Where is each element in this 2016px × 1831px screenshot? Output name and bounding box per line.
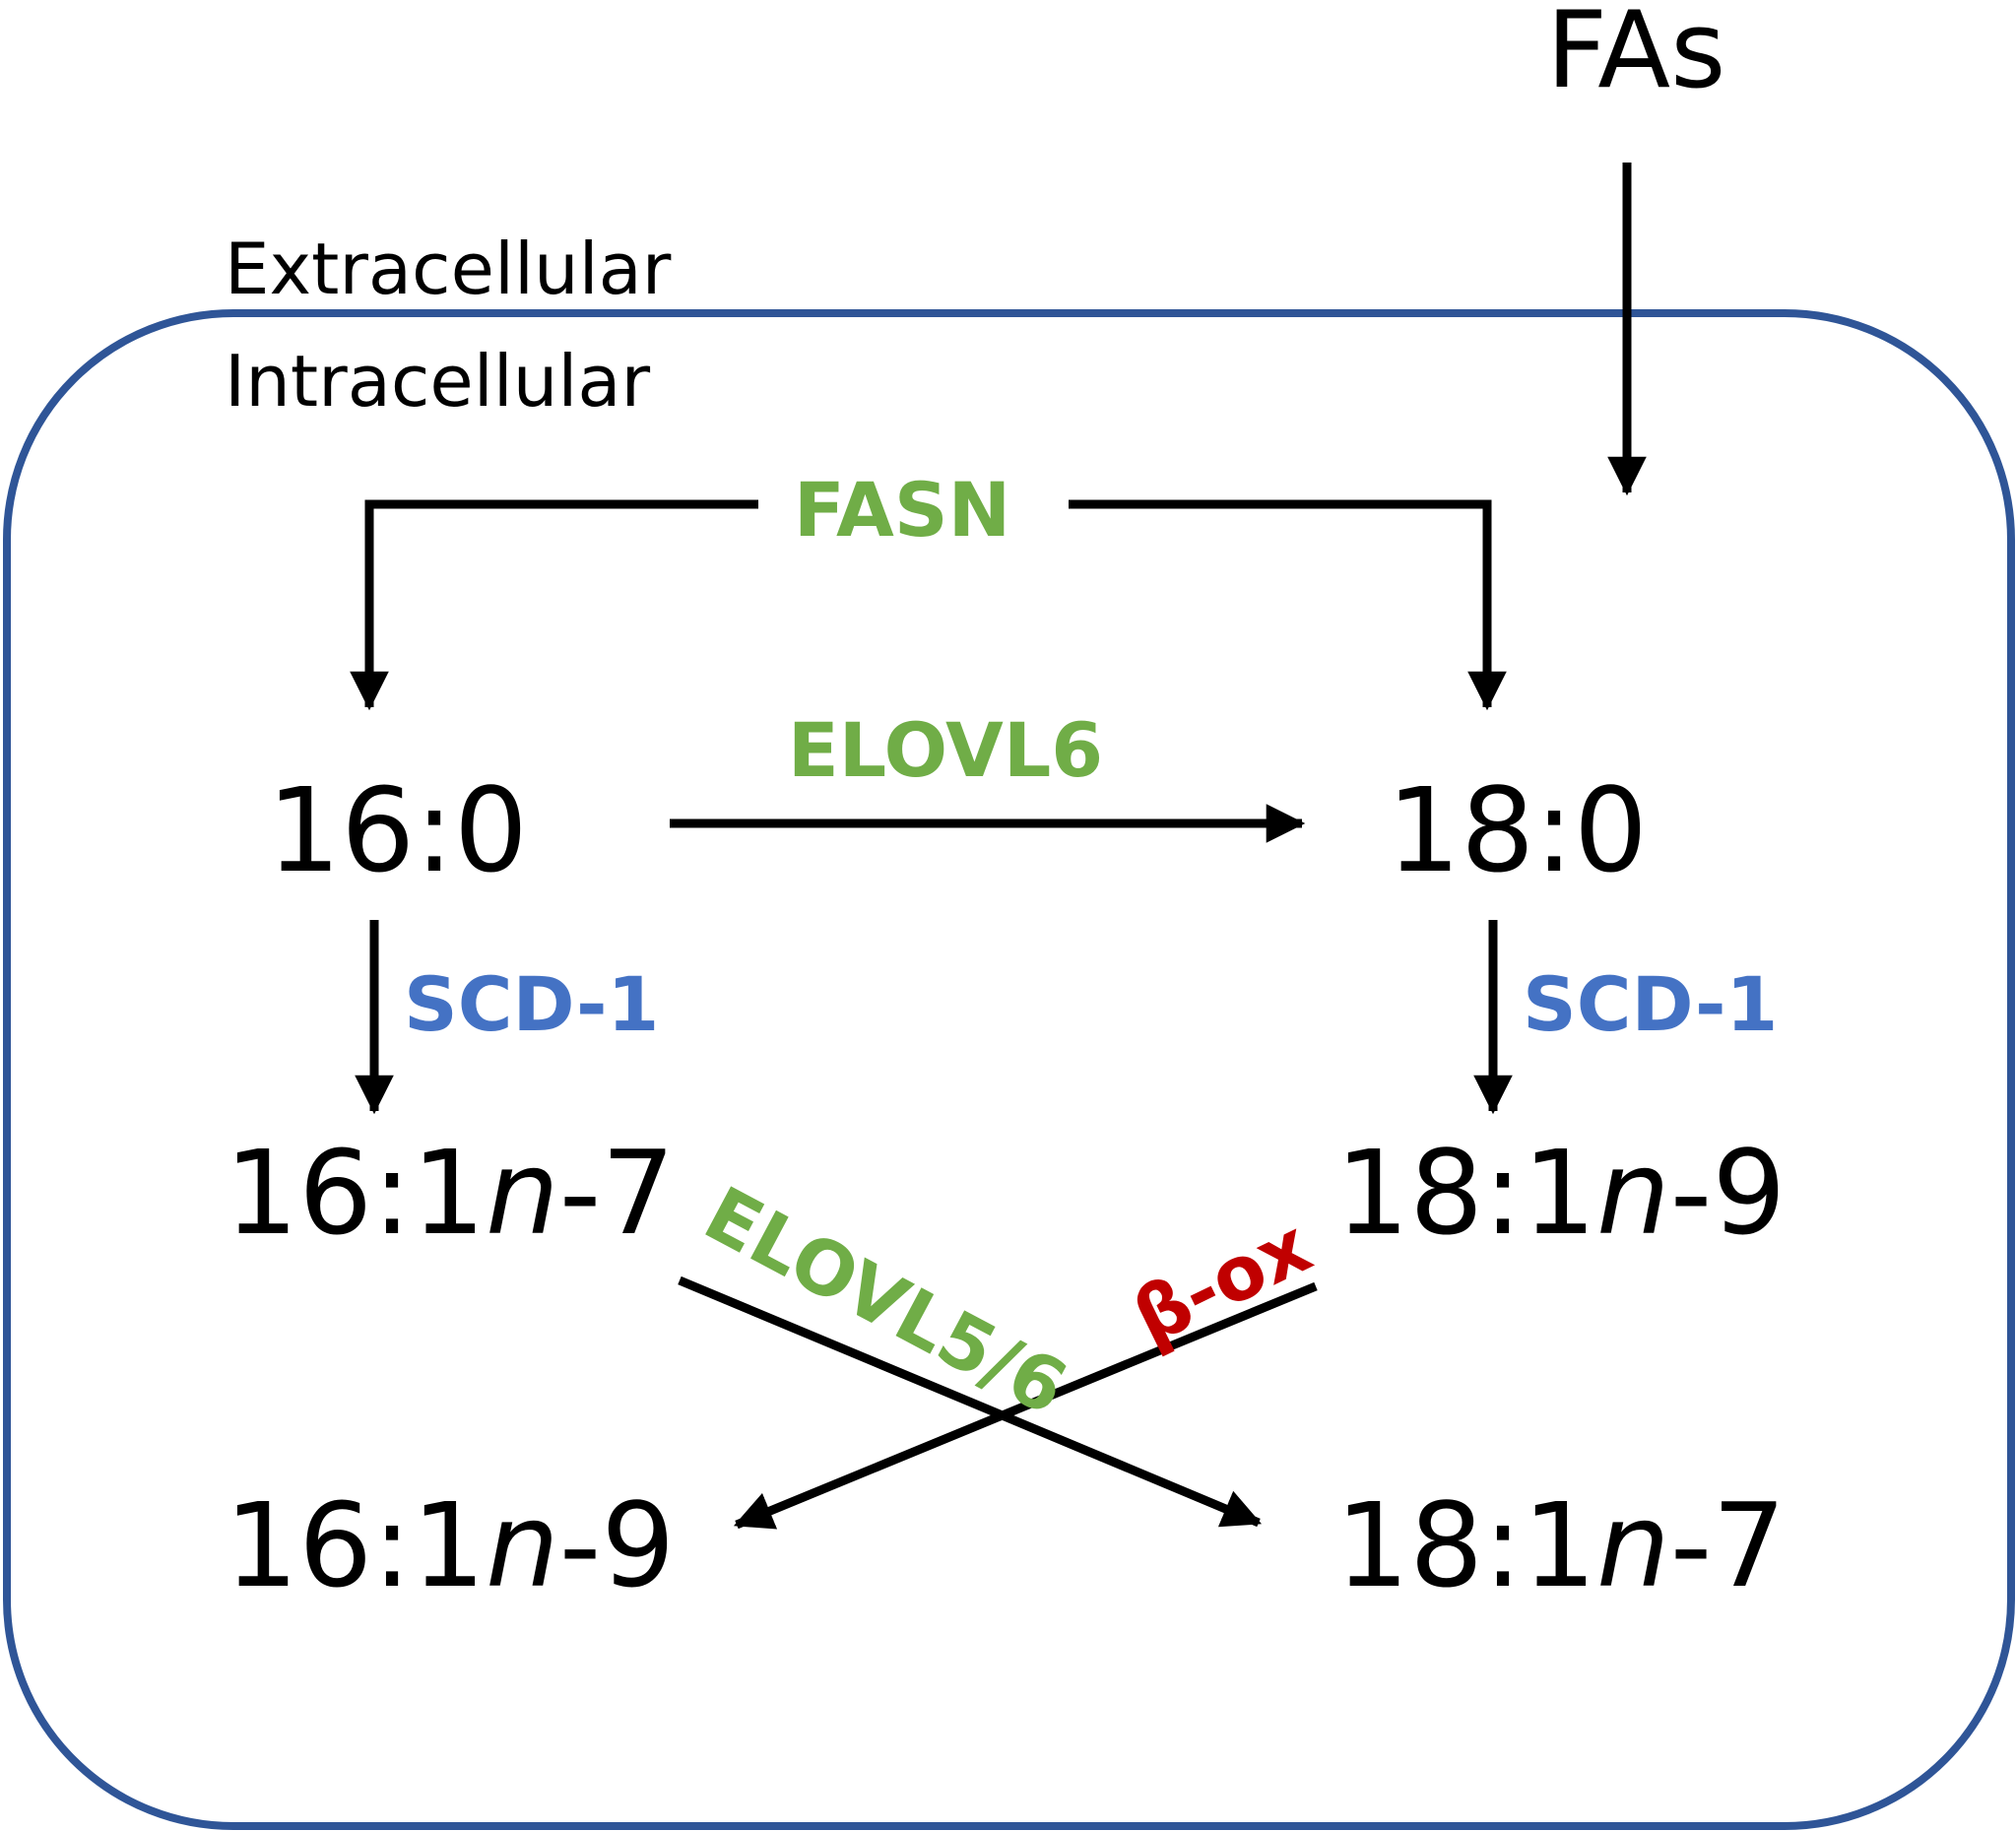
extracellular-label: Extracellular: [225, 228, 672, 310]
metabolite-18-1n-9: 18:1n-9: [1335, 1125, 1786, 1261]
fasn-arrow-to-18-0: [1069, 499, 1507, 711]
metabolite-18-1n-7: 18:1n-7: [1335, 1477, 1786, 1613]
metabolite-16-1n-9: 16:1n-9: [225, 1477, 675, 1613]
fasn-enzyme-label: FASN: [794, 466, 1010, 554]
elovl5-6-enzyme-label: ELOVL5/6: [691, 1169, 1081, 1432]
beta-oxidation-arrow: [733, 1281, 1318, 1530]
fasn-arrow-to-16-0: [350, 499, 758, 711]
metabolite-16-1n-7: 16:1n-7: [225, 1125, 675, 1261]
beta-oxidation-enzyme-label: β-ox: [1120, 1202, 1324, 1361]
metabolite-16-0: 16:0: [267, 762, 528, 898]
intracellular-label: Intracellular: [225, 340, 650, 423]
elovl6-enzyme-label: ELOVL6: [788, 706, 1103, 794]
scd1-right-enzyme-label: SCD-1: [1523, 960, 1778, 1048]
metabolite-18-0: 18:0: [1387, 762, 1648, 898]
cell-membrane: [3, 309, 2015, 1830]
scd1-left-enzyme-label: SCD-1: [404, 960, 659, 1048]
elovl5-6-arrow: [678, 1275, 1263, 1528]
fatty-acids-source-label: FAs: [1546, 0, 1725, 112]
